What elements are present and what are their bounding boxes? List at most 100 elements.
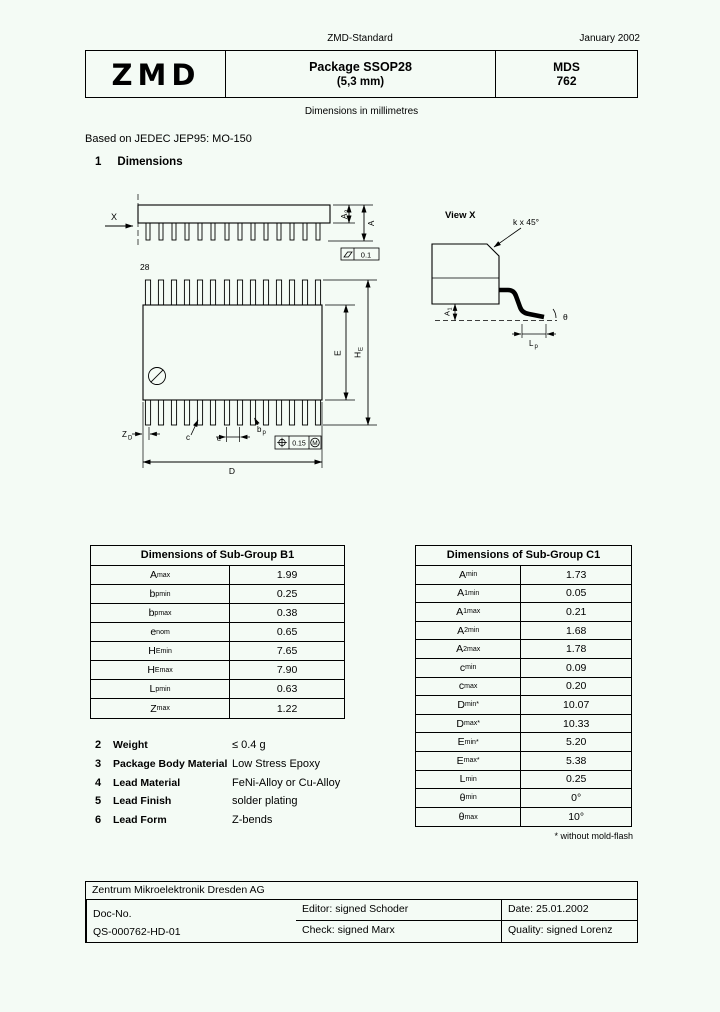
dim-e-body-label: E <box>333 350 343 356</box>
property-number: 3 <box>95 758 102 771</box>
footer-date: Date: 25.01.2002 <box>501 900 637 921</box>
property-label: Lead Material <box>113 776 181 789</box>
dim-value: 1.78 <box>565 643 587 656</box>
position-tolerance-frame <box>274 435 322 450</box>
dim-value: 1.99 <box>276 569 298 581</box>
svg-text:A: A <box>443 311 452 316</box>
property-value: Z-bends <box>232 814 273 827</box>
zmd-logo: ZMD <box>86 51 226 97</box>
footer-block: Zentrum Mikroelektronik Dresden AG Edito… <box>85 881 638 943</box>
doc-type: MDS <box>553 60 580 74</box>
dim-value: 10° <box>568 811 585 824</box>
table-c1-title: Dimensions of Sub-Group C1 <box>416 546 631 566</box>
svg-text:1: 1 <box>448 307 454 310</box>
mmc-modifier-icon <box>310 437 320 448</box>
view-x-detail-drawing <box>431 227 557 338</box>
dim-value: 0.25 <box>565 773 587 786</box>
dim-value: 7.65 <box>276 645 298 657</box>
property-row: 6 Lead Form Z-bends <box>95 811 525 830</box>
dim-value: 0.38 <box>276 607 298 619</box>
dim-value: 0.21 <box>565 605 587 618</box>
mold-flash-footnote: * without mold-flash <box>554 831 633 841</box>
dim-value: 0° <box>571 791 582 804</box>
property-number: 5 <box>95 795 102 808</box>
footer-editor: Editor: signed Schoder <box>296 900 501 921</box>
dim-value: 0.05 <box>565 587 587 600</box>
page-header-date: January 2002 <box>579 33 640 44</box>
dim-c-label: c <box>186 433 190 442</box>
dim-value: 0.20 <box>565 680 587 693</box>
top-view-drawing <box>132 279 377 468</box>
property-label: Lead Form <box>113 814 167 827</box>
dim-zd-sub: D <box>128 436 133 442</box>
flatness-tolerance-value: 0.1 <box>361 251 371 260</box>
dim-value: 5.38 <box>565 754 587 767</box>
side-view-drawing <box>105 194 380 261</box>
svg-text:H: H <box>353 352 363 358</box>
based-on-note: Based on JEDEC JEP95: MO-150 <box>85 133 252 145</box>
dim-a1-label: A1 <box>443 307 454 316</box>
mmc-modifier-label: M <box>312 440 317 447</box>
property-value: ≤ 0.4 g <box>232 739 266 752</box>
x-arrow-label: X <box>111 212 117 222</box>
dimension-drawings: X A2 A 0.1 28 <box>105 194 568 476</box>
dim-value: 5.20 <box>565 736 587 749</box>
dim-value: 1.68 <box>565 624 587 637</box>
doc-id-cell: MDS 762 <box>496 51 637 97</box>
dim-value: 0.65 <box>276 626 298 638</box>
dim-value: 1.73 <box>565 568 587 581</box>
property-value: solder plating <box>232 795 298 808</box>
section-title: Dimensions <box>117 156 183 168</box>
property-row: 5 Lead Finish solder plating <box>95 792 525 811</box>
dim-e-pitch-label: e <box>217 434 222 443</box>
chamfer-k45-label: k x 45° <box>513 217 539 227</box>
dim-value: 0.09 <box>565 661 587 674</box>
package-title-cell: Package SSOP28 (5,3 mm) <box>226 51 496 97</box>
property-label: Weight <box>113 739 148 752</box>
property-number: 6 <box>95 814 102 827</box>
pin1-marker-icon <box>148 367 166 385</box>
property-label: Lead Finish <box>113 795 172 808</box>
property-number: 2 <box>95 739 102 752</box>
zmd-logo-icon: ZMD <box>111 58 195 92</box>
dim-bp-sub: p <box>263 430 267 436</box>
dim-bp-label: b <box>257 425 262 434</box>
dim-he-label: HE <box>353 347 365 358</box>
dim-value: 10.33 <box>563 717 590 730</box>
units-note: Dimensions in millimetres <box>304 106 419 117</box>
dim-lp-sub: p <box>535 344 539 350</box>
